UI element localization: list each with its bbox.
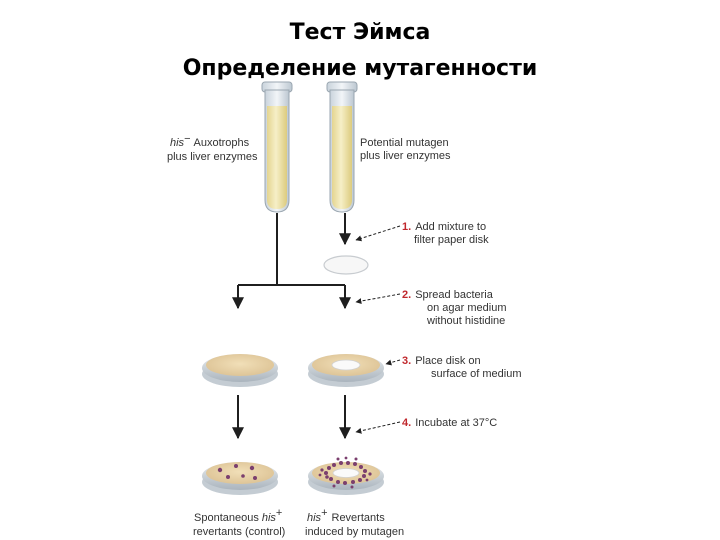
- petri-dish-control: [202, 462, 278, 495]
- svg-text:3.Place disk on: 3.Place disk on: [402, 355, 481, 367]
- leader-step3: [386, 360, 400, 364]
- leader-step4: [356, 422, 400, 432]
- caption-mutagen: his+Revertants induced by mutagen: [305, 507, 404, 538]
- svg-text:on agar medium: on agar medium: [427, 302, 507, 314]
- svg-text:2.Spread bacteria: 2.Spread bacteria: [402, 289, 494, 301]
- petri-dish-mutagen: [308, 457, 384, 495]
- test-tube-right: [327, 82, 357, 212]
- svg-text:4.Incubate at 37°C: 4.Incubate at 37°C: [402, 417, 497, 429]
- disk-on-medium: [332, 360, 360, 370]
- svg-text:revertants (control): revertants (control): [193, 526, 285, 538]
- tube-left-label-line2: plus liver enzymes: [167, 151, 258, 163]
- svg-text:1.Add mixture to: 1.Add mixture to: [402, 221, 486, 233]
- tube-right-label-line2: plus liver enzymes: [360, 150, 451, 162]
- leader-step2: [356, 294, 400, 302]
- svg-text:his+Revertants: his+Revertants: [307, 507, 385, 524]
- svg-text:filter paper disk: filter paper disk: [414, 234, 489, 246]
- step-2: 2.Spread bacteria on agar medium without…: [402, 289, 507, 327]
- step-4: 4.Incubate at 37°C: [402, 417, 497, 429]
- step-1: 1.Add mixture to filter paper disk: [402, 221, 489, 246]
- tube-left-label-line1: his−Auxotrophs: [170, 133, 250, 149]
- petri-dish-left-top: [202, 354, 278, 387]
- svg-text:without histidine: without histidine: [426, 315, 505, 327]
- petri-dish-right-top: [308, 354, 384, 387]
- leader-step1: [356, 226, 400, 240]
- tube-right-label-line1: Potential mutagen: [360, 137, 449, 149]
- svg-text:surface of medium: surface of medium: [431, 368, 521, 380]
- test-tube-left: [262, 82, 292, 212]
- step-3: 3.Place disk on surface of medium: [402, 355, 521, 380]
- svg-text:induced by mutagen: induced by mutagen: [305, 526, 404, 538]
- filter-paper-disk: [324, 256, 368, 274]
